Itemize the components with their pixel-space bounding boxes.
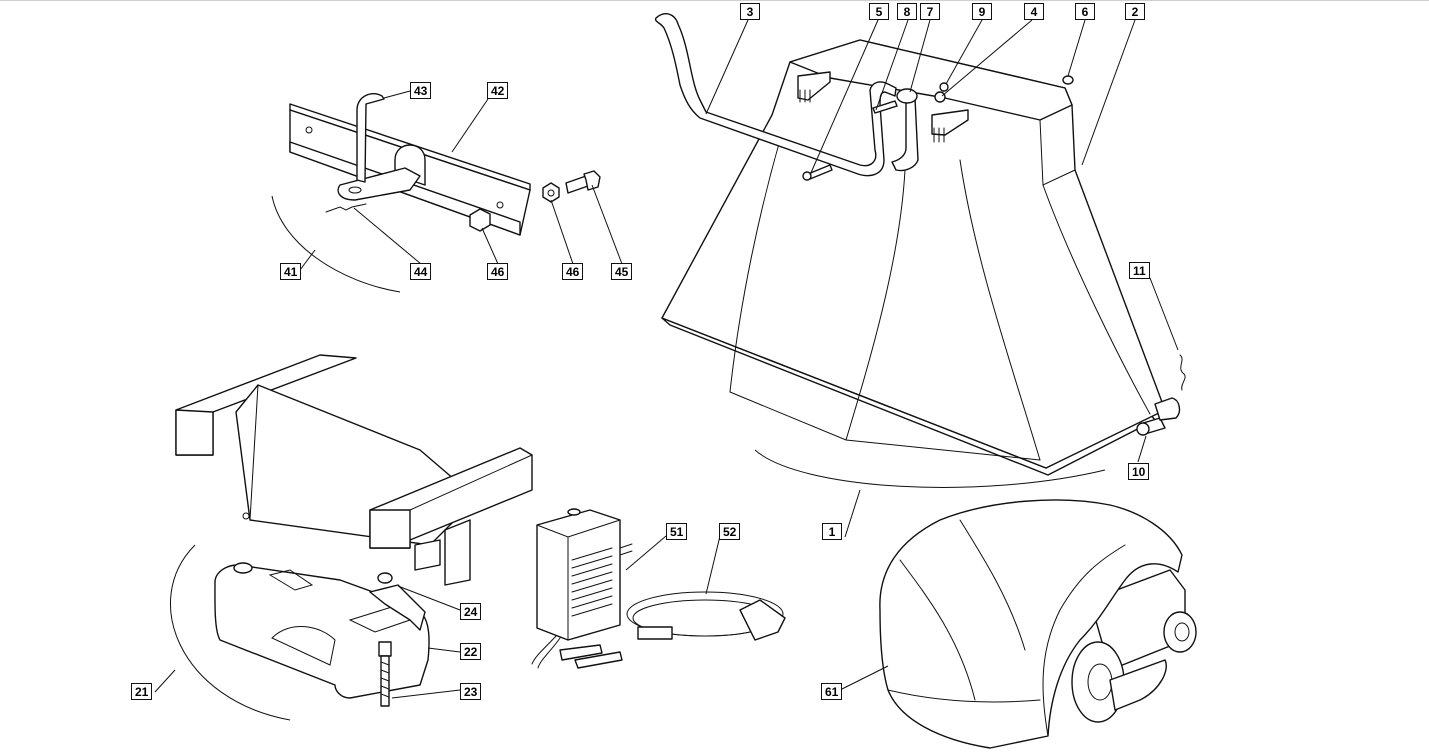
battery-charger-assembly [531, 508, 786, 669]
callout-46-left: 46 [487, 263, 509, 280]
catcher-center-left-fold [845, 169, 906, 441]
catcher-left-fold [729, 139, 781, 393]
pin-bracket [1154, 397, 1181, 421]
nut-right [542, 182, 560, 203]
callout-22: 22 [460, 643, 482, 660]
group-arc-21 [170, 544, 291, 721]
frame-leg [414, 539, 441, 571]
group-arc-41 [271, 195, 401, 293]
clip-11 [1179, 354, 1186, 391]
handle-bracket [891, 97, 919, 172]
grass-catcher-assembly [654, 13, 1186, 538]
deck-skirt [1109, 659, 1167, 711]
cover-fold-1 [1042, 544, 1126, 737]
catcher-right-fold [1042, 184, 1151, 415]
nut-left [469, 208, 491, 232]
bolt-head [583, 170, 601, 191]
bolt-23-head [378, 641, 392, 657]
cover-hem [887, 689, 1041, 703]
callout-11: 11 [1129, 262, 1150, 279]
bracket-clamp [896, 88, 918, 104]
tractor-cover-assembly [839, 499, 1197, 749]
hitch-hole [348, 186, 362, 194]
rail-hole-2 [496, 201, 504, 209]
cable-connector [637, 626, 673, 640]
callout-4: 4 [1024, 3, 1044, 20]
clamp-1 [559, 644, 603, 661]
callout-45: 45 [611, 263, 633, 280]
frame-rail-left-end [175, 409, 214, 456]
cover-fold-2 [959, 519, 1026, 651]
group-arc-1 [754, 449, 1106, 488]
callout-10: 10 [1128, 463, 1150, 480]
bracket-24 [369, 584, 426, 631]
callout-51: 51 [666, 523, 688, 540]
callout-46-right: 46 [562, 263, 584, 280]
charger-cable [531, 635, 561, 669]
callout-3: 3 [740, 3, 760, 20]
bolt-shank [565, 175, 589, 194]
bolt-23-shank [380, 655, 390, 707]
callout-21: 21 [131, 683, 153, 700]
mains-plug [739, 599, 786, 641]
r-clip [325, 203, 367, 213]
washer-9 [939, 82, 949, 92]
callout-2: 2 [1125, 3, 1145, 20]
catcher-bottom-panel [729, 391, 1041, 461]
callout-52: 52 [719, 523, 741, 540]
right-hook [931, 109, 969, 136]
catcher-handle [654, 13, 897, 177]
nut-24 [377, 572, 393, 584]
hitch-pin [356, 92, 385, 183]
tank-cap [233, 562, 253, 574]
frame-leg-2 [444, 519, 471, 586]
hitch-plate [337, 167, 421, 201]
tow-bar-assembly [271, 90, 623, 293]
callout-61: 61 [821, 683, 843, 700]
callout-43: 43 [410, 82, 432, 99]
charger-prongs [619, 543, 633, 556]
tank-recess [271, 625, 336, 666]
clamp-2 [574, 651, 623, 669]
front-weight-assembly [154, 354, 533, 721]
callout-1: 1 [822, 523, 842, 540]
nut-6 [1062, 75, 1074, 85]
top-border [0, 0, 1429, 1]
charger-nub [567, 508, 581, 516]
frame-rail-right-end [369, 509, 411, 549]
rail-hole [305, 126, 313, 134]
hood-edge [249, 384, 259, 521]
bolt-8 [872, 100, 898, 114]
callout-8: 8 [897, 3, 917, 20]
callout-44: 44 [410, 263, 432, 280]
tractor-cover [879, 499, 1183, 749]
callout-42: 42 [487, 82, 509, 99]
callout-24: 24 [460, 603, 482, 620]
callout-7: 7 [920, 3, 940, 20]
callout-41: 41 [280, 263, 302, 280]
washer-4 [934, 91, 946, 103]
callout-5: 5 [869, 3, 889, 20]
callout-6: 6 [1075, 3, 1095, 20]
catcher-center-right-fold [959, 159, 1041, 461]
cover-fold-3 [899, 559, 976, 701]
callout-9: 9 [972, 3, 992, 20]
front-wheel [1163, 611, 1197, 653]
left-hook [797, 71, 831, 101]
callout-23: 23 [460, 683, 482, 700]
